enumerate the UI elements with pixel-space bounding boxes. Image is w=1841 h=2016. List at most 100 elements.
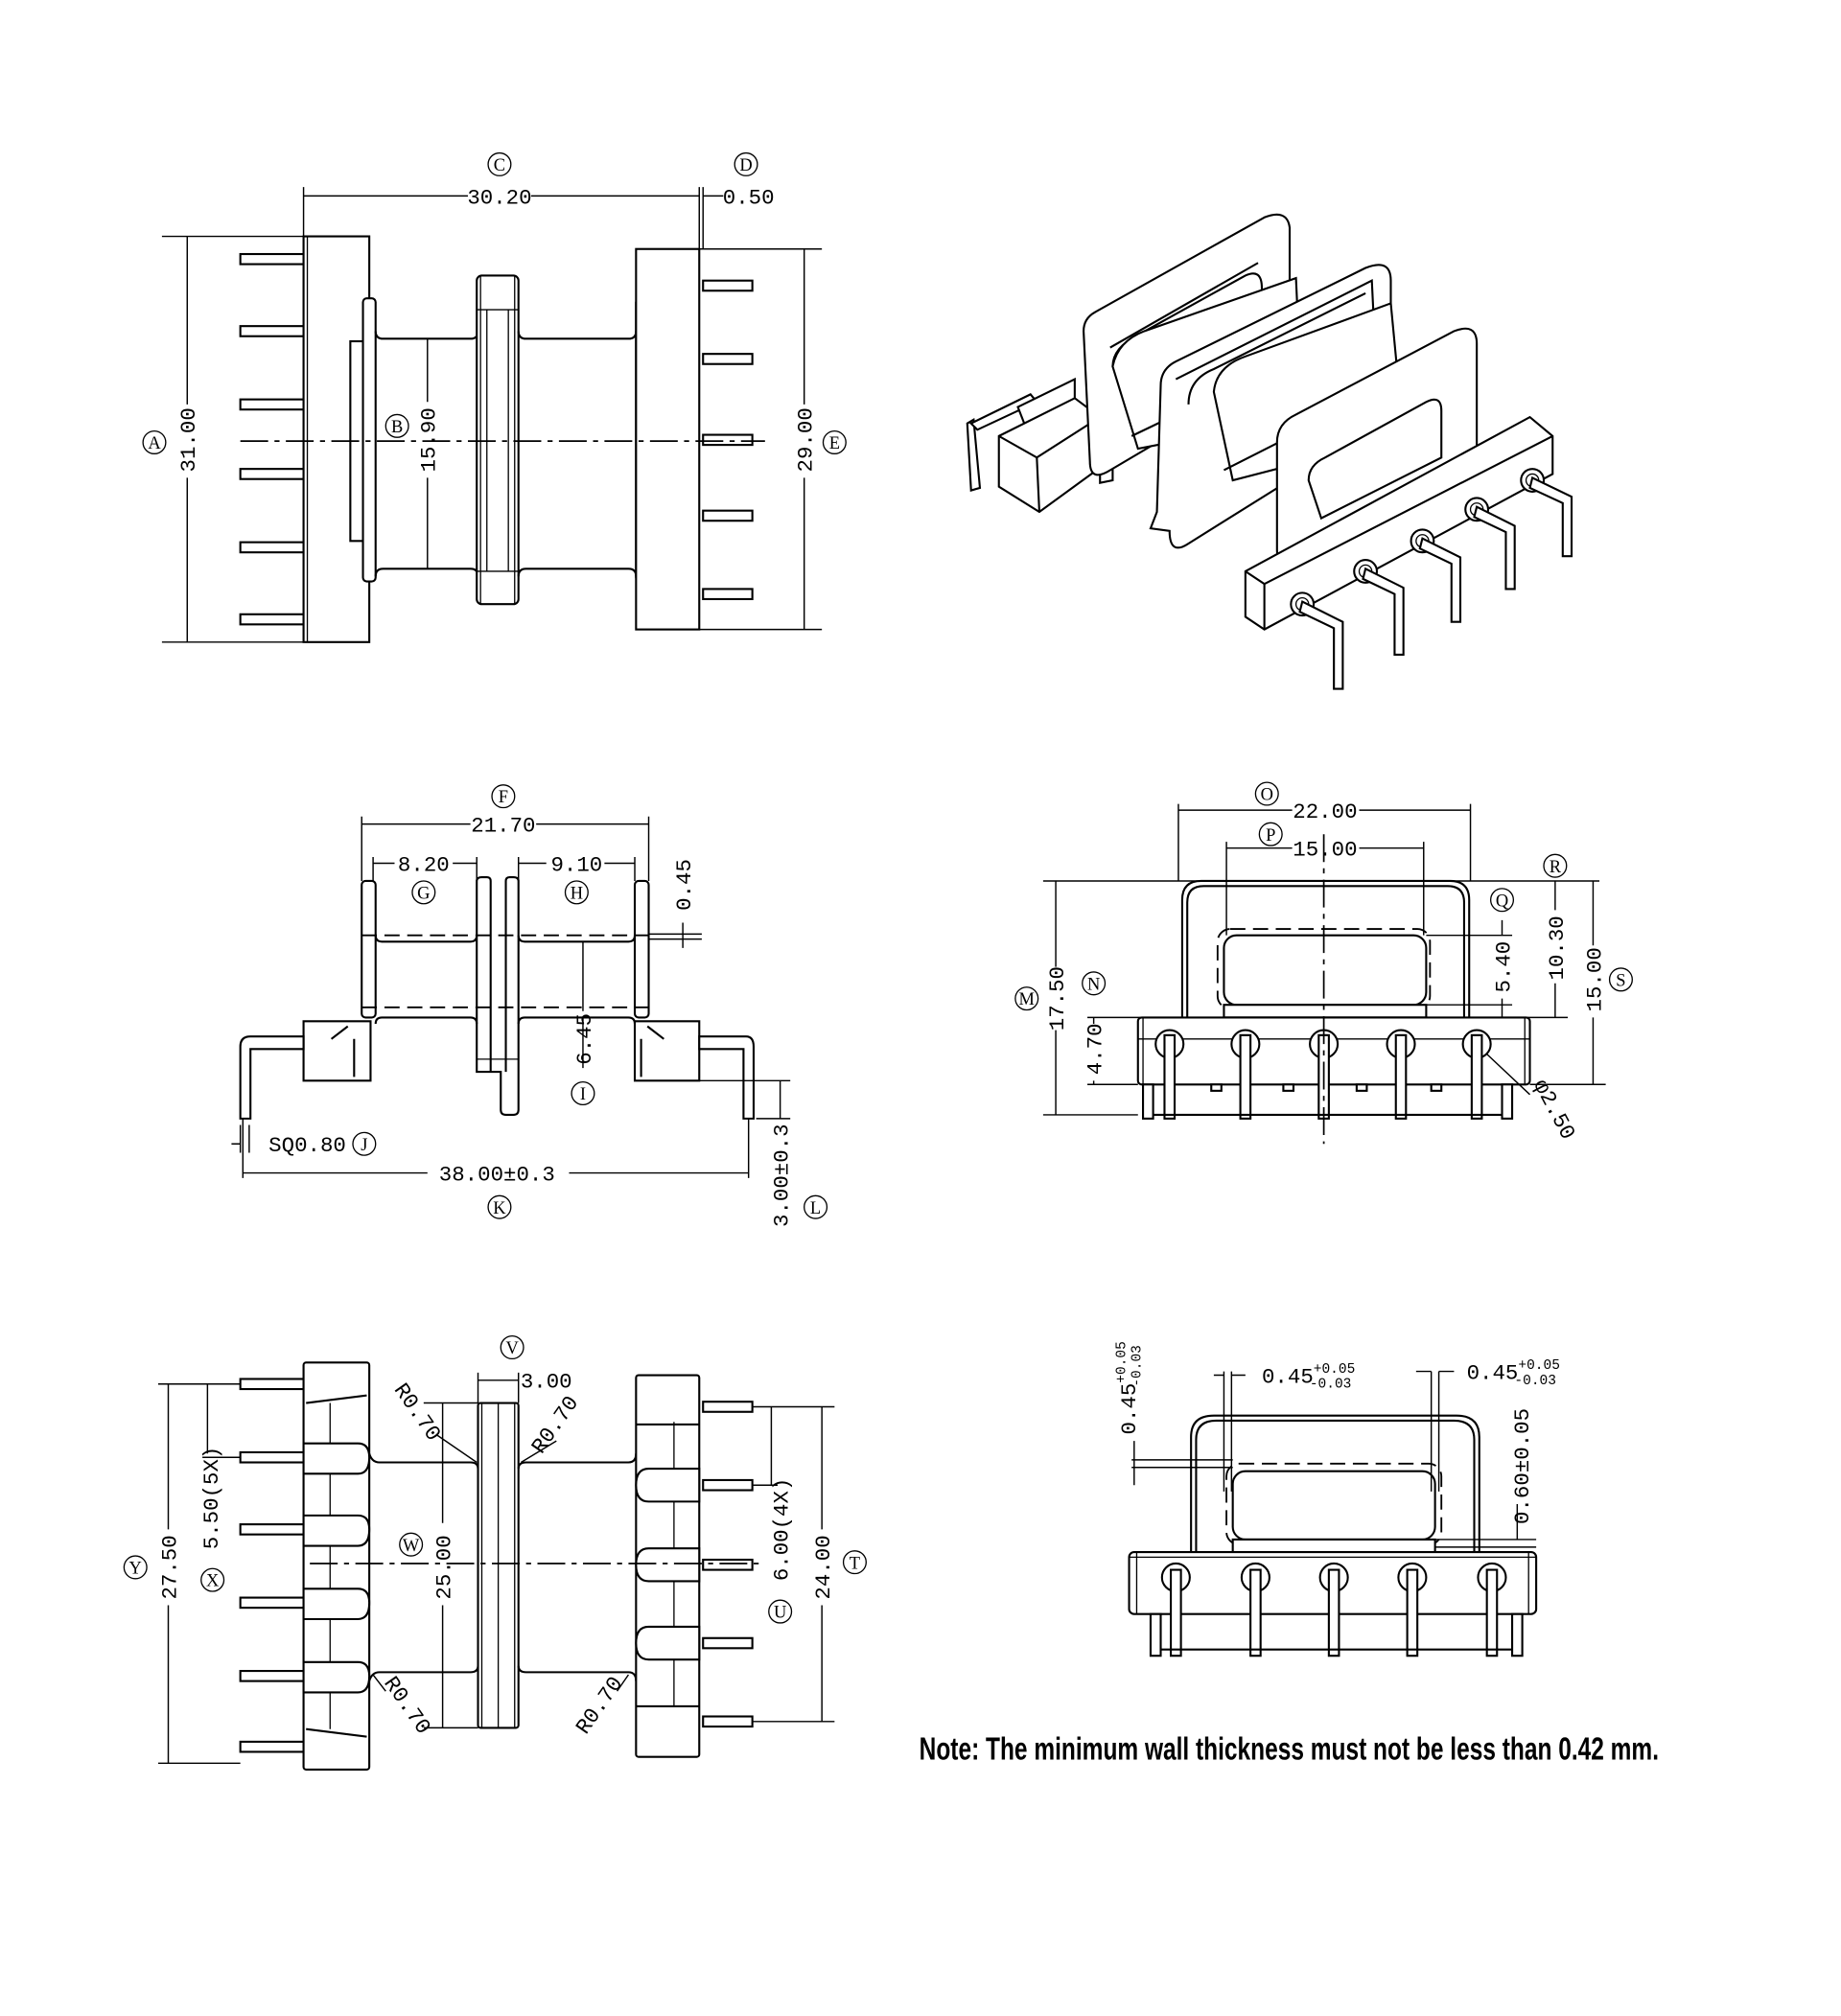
- pin-header-block: [1244, 415, 1554, 631]
- callout-circle-icon: [399, 1532, 424, 1557]
- callout-letter: V: [505, 1338, 519, 1357]
- bottom-r4-dimension-value: R0.70: [571, 1672, 629, 1739]
- bottom-V-circled-letter: V: [500, 1334, 524, 1360]
- tolerance-lower: -0.03: [1130, 1345, 1145, 1387]
- bottom-V-dimension-value: 3.00: [521, 1370, 572, 1395]
- callout-circle-icon: [352, 1131, 377, 1156]
- callout-letter: M: [1019, 989, 1035, 1008]
- center-flange: [476, 274, 520, 606]
- callout-circle-icon: [142, 429, 167, 454]
- callout-circle-icon: [842, 1550, 867, 1575]
- tolerance-lower: -0.03: [1310, 1378, 1352, 1393]
- bottom-U-dimension-value: 6.00(4X): [770, 1478, 795, 1582]
- top-A-circled-letter: A: [142, 429, 167, 454]
- top-B-circled-letter: B: [385, 413, 409, 438]
- callout-circle-icon: [200, 1567, 225, 1592]
- bottom-T-circled-letter: T: [842, 1550, 867, 1575]
- front-Q-dimension-value: 5.40: [1491, 941, 1516, 993]
- bottom-left-pins: [239, 1378, 305, 1753]
- tolerance-upper: +0.05: [1314, 1362, 1356, 1378]
- side-dimension-lines: [231, 816, 791, 1178]
- bottom-left-flange: [302, 1361, 371, 1771]
- front-S-circled-letter: S: [1608, 967, 1633, 992]
- side-view: [231, 816, 791, 1178]
- side-G-circled-letter: G: [411, 880, 436, 905]
- top-E-dimension-value: 29.00: [794, 407, 819, 472]
- tolerance-lower: -0.03: [1514, 1374, 1556, 1389]
- bottom-U-circled-letter: U: [768, 1599, 793, 1624]
- wall-thickness-note: Note: The minimum wall thickness must no…: [920, 1730, 1659, 1766]
- callout-letter: C: [494, 155, 505, 174]
- side-F-dimension-value: 21.70: [471, 814, 535, 839]
- top-D-circled-letter: D: [734, 151, 758, 176]
- callout-letter: X: [206, 1571, 219, 1590]
- callout-circle-icon: [1608, 967, 1633, 992]
- callout-circle-icon: [571, 1080, 595, 1106]
- bottom-W-dimension-value: 25.00: [432, 1535, 457, 1599]
- top-dimension-lines: [161, 187, 823, 643]
- front-S-dimension-value: 15.00: [1582, 947, 1607, 1011]
- bottom-r3-dimension-value: R0.70: [378, 1672, 435, 1739]
- callout-letter: S: [1616, 970, 1625, 989]
- top-view: [161, 187, 823, 643]
- front-Q-circled-letter: Q: [1489, 888, 1515, 913]
- bottom-r1-dimension-value: R0.70: [388, 1379, 446, 1446]
- side-I-circled-letter: I: [571, 1080, 595, 1106]
- callout-letter: F: [499, 787, 508, 806]
- callout-circle-icon: [564, 880, 589, 905]
- left-bent-pin: [239, 1035, 305, 1120]
- callout-letter: J: [361, 1135, 367, 1154]
- side-H-dimension-value: 9.10: [550, 852, 602, 877]
- callout-circle-icon: [1489, 888, 1515, 913]
- front-P-dimension-value: 15.00: [1293, 838, 1357, 863]
- bottom-X-dimension-value: 5.50(5X): [199, 1447, 224, 1550]
- side-wall-dimension-value: 0.45: [672, 859, 697, 911]
- callout-letter: L: [810, 1198, 821, 1217]
- callout-circle-icon: [822, 429, 847, 454]
- front-P-circled-letter: P: [1258, 822, 1283, 846]
- top-C-dimension-value: 30.20: [467, 185, 531, 210]
- right-flange: [635, 247, 701, 631]
- detail-t1-dimension-value: 0.45+0.05-0.03: [1115, 1341, 1146, 1434]
- callout-letter: A: [148, 433, 161, 452]
- front-O-dimension-value: 22.00: [1293, 799, 1357, 824]
- callout-letter: N: [1087, 974, 1100, 993]
- front-pins: [1142, 1029, 1514, 1120]
- side-I-dimension-value: 6.45: [572, 1013, 597, 1065]
- callout-letter: W: [403, 1536, 420, 1555]
- callout-letter: E: [829, 433, 840, 452]
- callout-letter: B: [391, 417, 403, 436]
- detail-dimension-lines: [1131, 1370, 1537, 1548]
- right-bent-pin: [698, 1035, 756, 1120]
- callout-circle-icon: [804, 1194, 828, 1219]
- front-phi-dimension-value: φ2.50: [1527, 1076, 1580, 1145]
- callout-circle-icon: [1258, 822, 1283, 846]
- callout-letter: H: [571, 883, 583, 902]
- front-R-circled-letter: R: [1543, 853, 1568, 878]
- side-K-circled-letter: K: [487, 1194, 512, 1219]
- top-A-dimension-value: 31.00: [176, 407, 201, 472]
- bottom-T-dimension-value: 24.00: [811, 1535, 836, 1599]
- callout-circle-icon: [768, 1599, 793, 1624]
- callout-letter: O: [1261, 785, 1273, 804]
- tolerance-upper: +0.05: [1115, 1341, 1130, 1383]
- callout-letter: T: [850, 1553, 860, 1572]
- bottom-r2-dimension-value: R0.70: [526, 1391, 584, 1458]
- callout-circle-icon: [1543, 853, 1568, 878]
- bottom-view: [157, 1361, 835, 1771]
- tolerance-nominal: 0.45: [1117, 1383, 1142, 1435]
- callout-letter: K: [493, 1198, 506, 1217]
- left-terminal-block: [302, 1020, 372, 1082]
- callout-circle-icon: [385, 413, 409, 438]
- callout-letter: Y: [129, 1559, 142, 1578]
- side-L-circled-letter: L: [804, 1194, 828, 1219]
- tolerance-nominal: 0.45: [1467, 1360, 1519, 1385]
- front-dimension-lines: [1042, 803, 1606, 1116]
- right-terminal-block: [633, 1020, 701, 1082]
- callout-circle-icon: [487, 151, 512, 176]
- front-detail-view: [1128, 1370, 1538, 1657]
- callout-letter: U: [774, 1603, 786, 1622]
- bottom-dimension-lines: [157, 1372, 835, 1765]
- side-G-dimension-value: 8.20: [398, 852, 450, 877]
- callout-circle-icon: [500, 1334, 524, 1360]
